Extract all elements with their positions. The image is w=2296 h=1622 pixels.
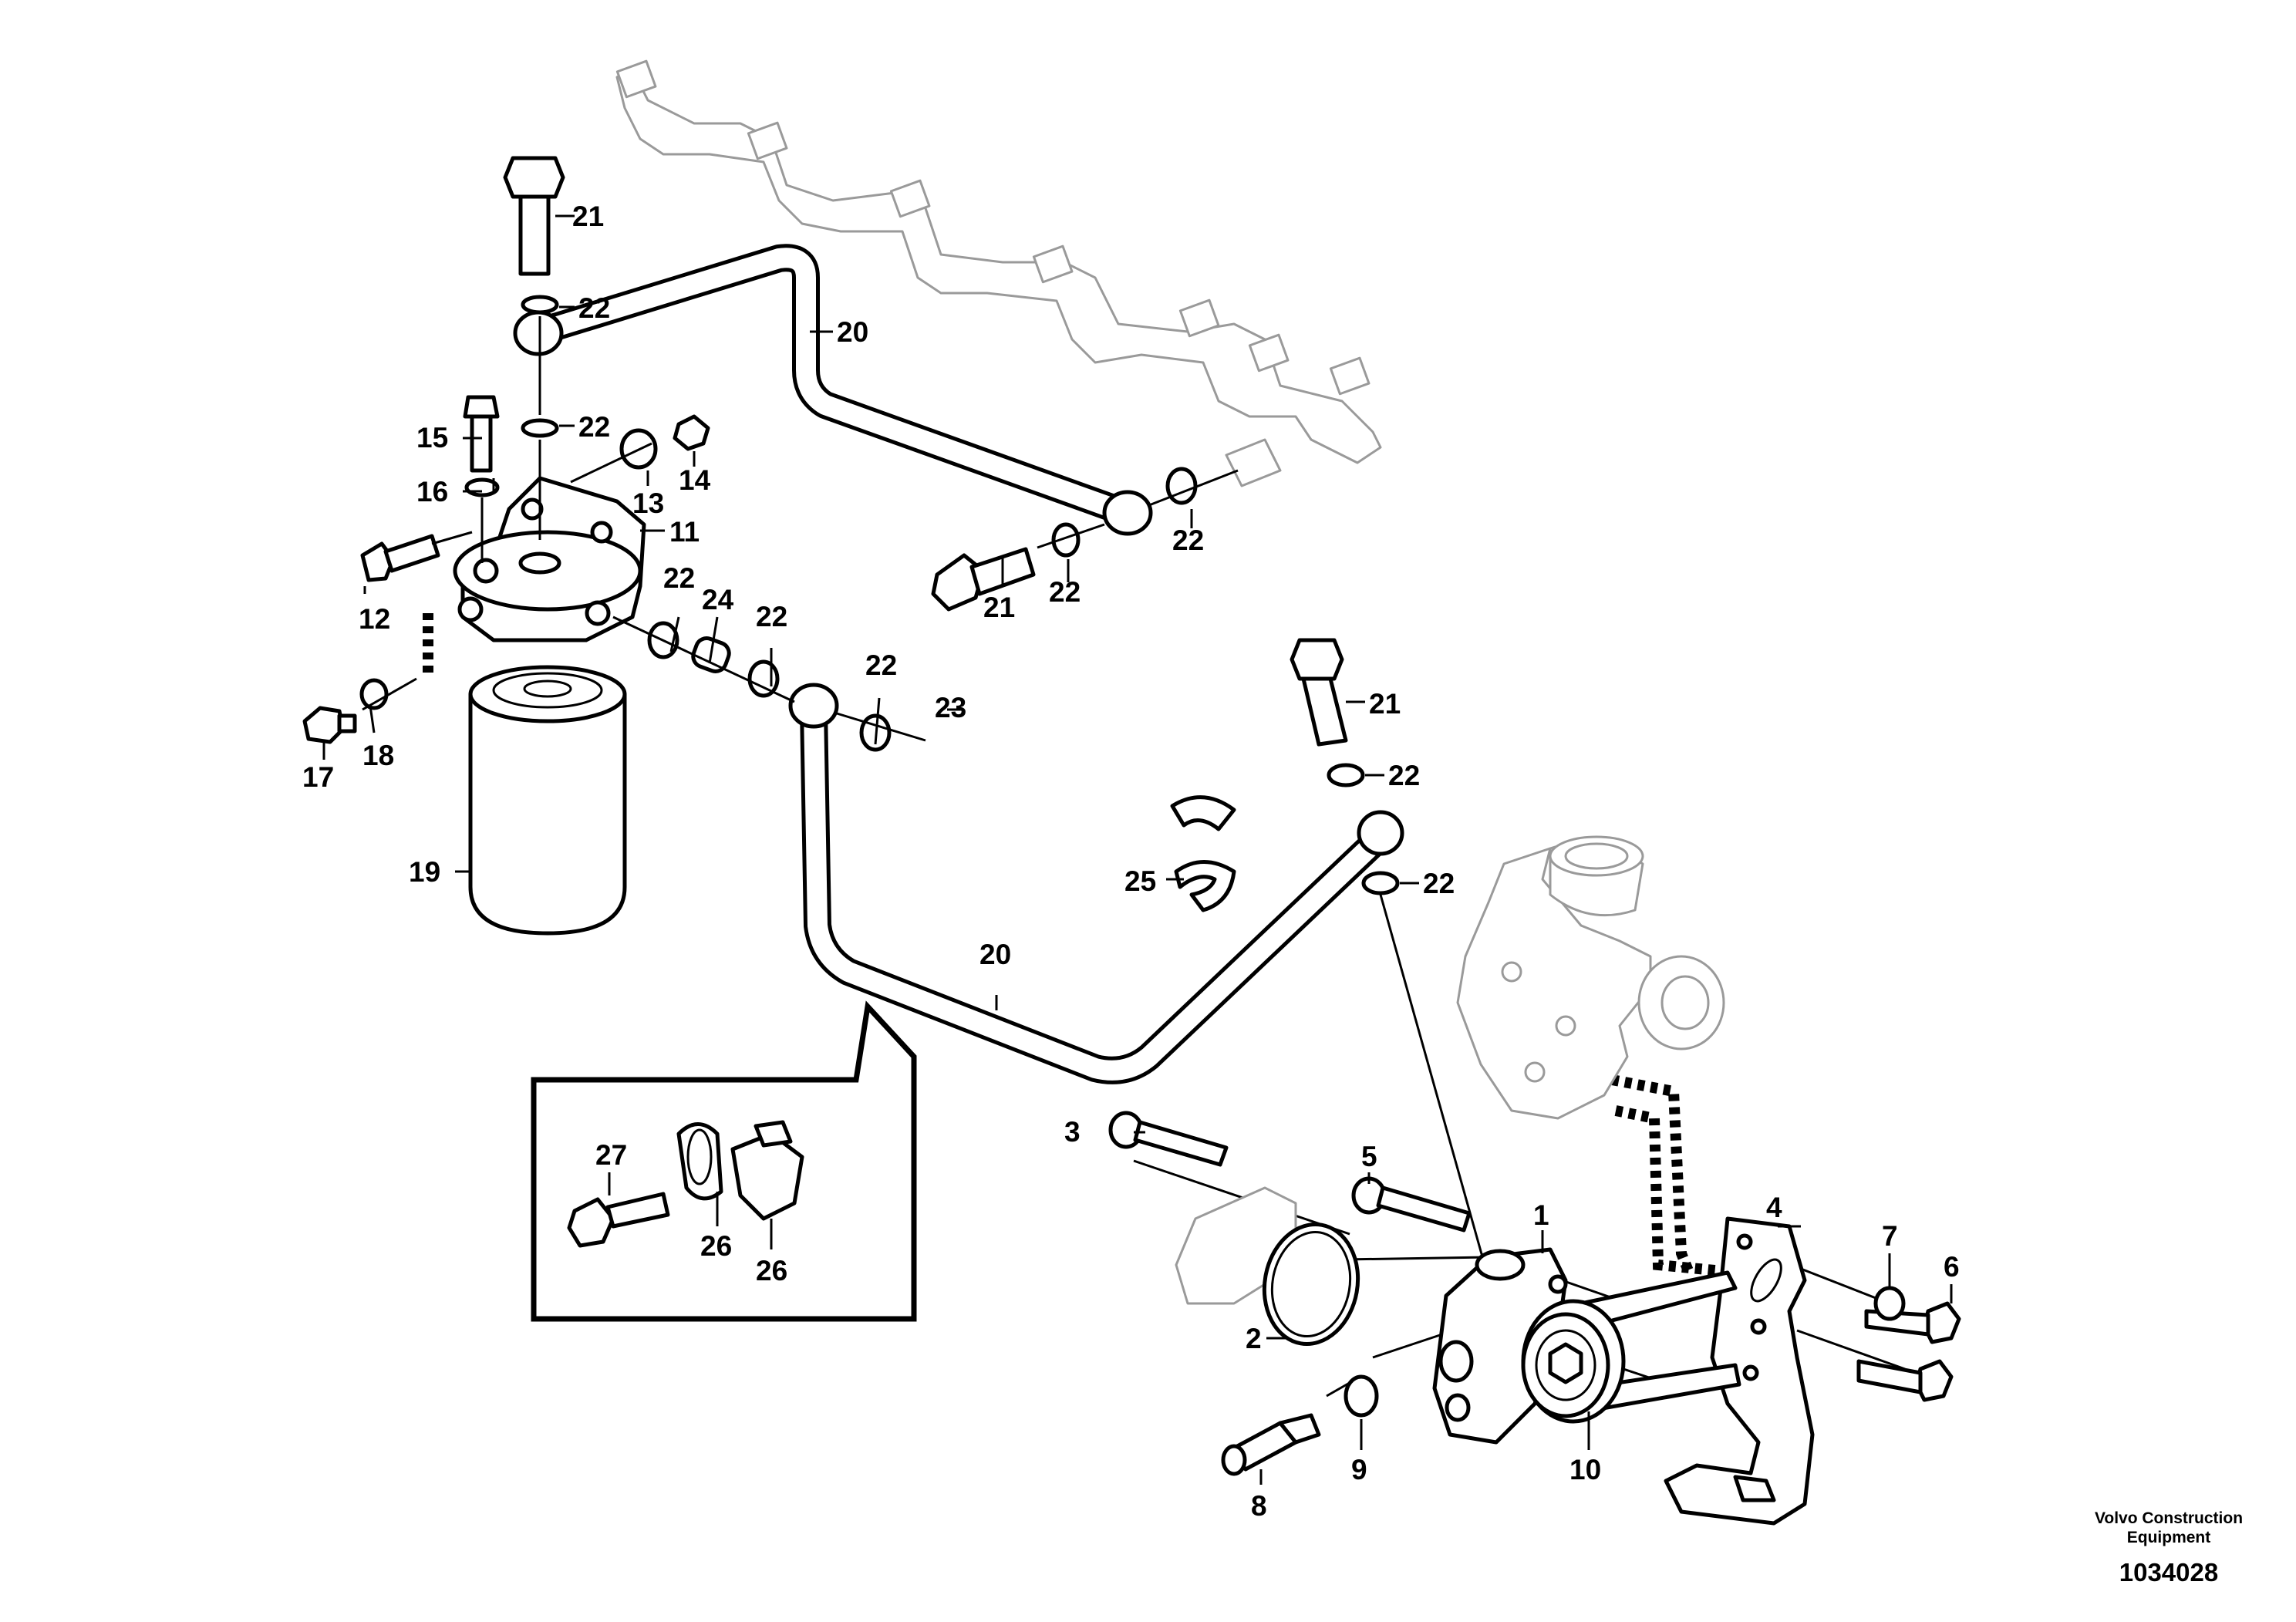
bolt-3: [1108, 1111, 1229, 1167]
pulley: [1521, 1299, 1626, 1424]
fuel-pipe-upper: [513, 244, 1153, 536]
fuel-filter-19: [468, 665, 627, 936]
pump-housing-ghost: [1456, 835, 1725, 1120]
document-number: 1034028: [2119, 1558, 2218, 1587]
nipple-8: [1221, 1413, 1321, 1476]
o-ring-2: [1262, 1222, 1360, 1347]
callout-21-top: 21: [572, 201, 604, 232]
callout-19: 19: [409, 856, 440, 888]
bolt-5: [1351, 1176, 1472, 1233]
callout-ticks: [322, 214, 1953, 1485]
screw-12: [360, 534, 440, 582]
callout-9: 9: [1351, 1454, 1367, 1485]
callout-17: 17: [302, 761, 334, 793]
callout-12: 12: [359, 603, 390, 635]
banjo-bolt-21-right: [1290, 638, 1348, 747]
callout-26-a: 26: [700, 1230, 732, 1262]
washer-9: [1344, 1374, 1379, 1418]
plug-17: [302, 706, 357, 744]
callout-3: 3: [1064, 1116, 1081, 1148]
callout-22-d: 22: [756, 601, 787, 632]
callout-15: 15: [416, 422, 448, 454]
callout-5: 5: [1361, 1141, 1377, 1172]
callout-6: 6: [1944, 1251, 1960, 1283]
callout-25: 25: [1124, 865, 1156, 897]
brand-line-2: Equipment: [2127, 1529, 2211, 1546]
fuel-pipe-lower: [788, 683, 1404, 1084]
callout-14: 14: [679, 464, 711, 496]
callout-11: 11: [669, 516, 700, 548]
callout-22-g: 22: [865, 649, 897, 681]
banjo-bolt-21-top: [503, 156, 565, 276]
callout-labels: 21 22 20 22 15 16 13 14 11 12 22 24 22 2…: [302, 201, 1960, 1522]
callout-20-lower: 20: [979, 939, 1011, 970]
clamps-25: [1170, 795, 1236, 912]
callout-16: 16: [416, 476, 448, 508]
footer: Volvo Construction Equipment 1034028: [2095, 1509, 2243, 1587]
callout-21-right: 21: [1369, 688, 1401, 720]
callout-22-f: 22: [1049, 576, 1081, 608]
callout-13: 13: [632, 487, 664, 519]
callout-22-i: 22: [1423, 868, 1455, 899]
detail-inset: [531, 1000, 917, 1322]
bolt-lower-right: [1856, 1359, 1954, 1402]
callout-24: 24: [702, 584, 734, 615]
brand-line-1: Volvo Construction: [2095, 1509, 2243, 1527]
callout-7: 7: [1882, 1220, 1898, 1252]
callout-4: 4: [1766, 1192, 1782, 1223]
washer-7: [1873, 1286, 1906, 1321]
callout-1: 1: [1533, 1199, 1549, 1231]
callout-20-upper: 20: [837, 316, 868, 348]
clamp-26-b: [730, 1120, 804, 1221]
callout-27: 27: [595, 1139, 627, 1171]
callout-10: 10: [1569, 1454, 1601, 1485]
callout-8: 8: [1251, 1490, 1267, 1522]
callout-2: 2: [1246, 1323, 1262, 1354]
bolt-27: [567, 1192, 670, 1248]
callout-22-second: 22: [578, 411, 610, 443]
callout-26-b: 26: [756, 1255, 787, 1286]
nut-14: [673, 414, 710, 451]
screw-15: [463, 395, 500, 473]
dashed-path-pump-a: [1610, 1074, 1694, 1275]
callout-23: 23: [935, 692, 966, 723]
washer-18: [359, 678, 389, 710]
callout-22-top: 22: [578, 292, 610, 324]
callout-18: 18: [362, 740, 394, 771]
callout-22-c: 22: [663, 562, 695, 594]
callout-21-mid: 21: [983, 592, 1015, 623]
clamp-26-a: [676, 1122, 723, 1201]
injection-lines-ghost: [615, 59, 1382, 487]
callout-22-h: 22: [1388, 760, 1420, 791]
filter-head-11: [453, 476, 646, 642]
dashed-path-pump-b: [1614, 1105, 1740, 1278]
callout-22-e: 22: [1172, 524, 1204, 556]
